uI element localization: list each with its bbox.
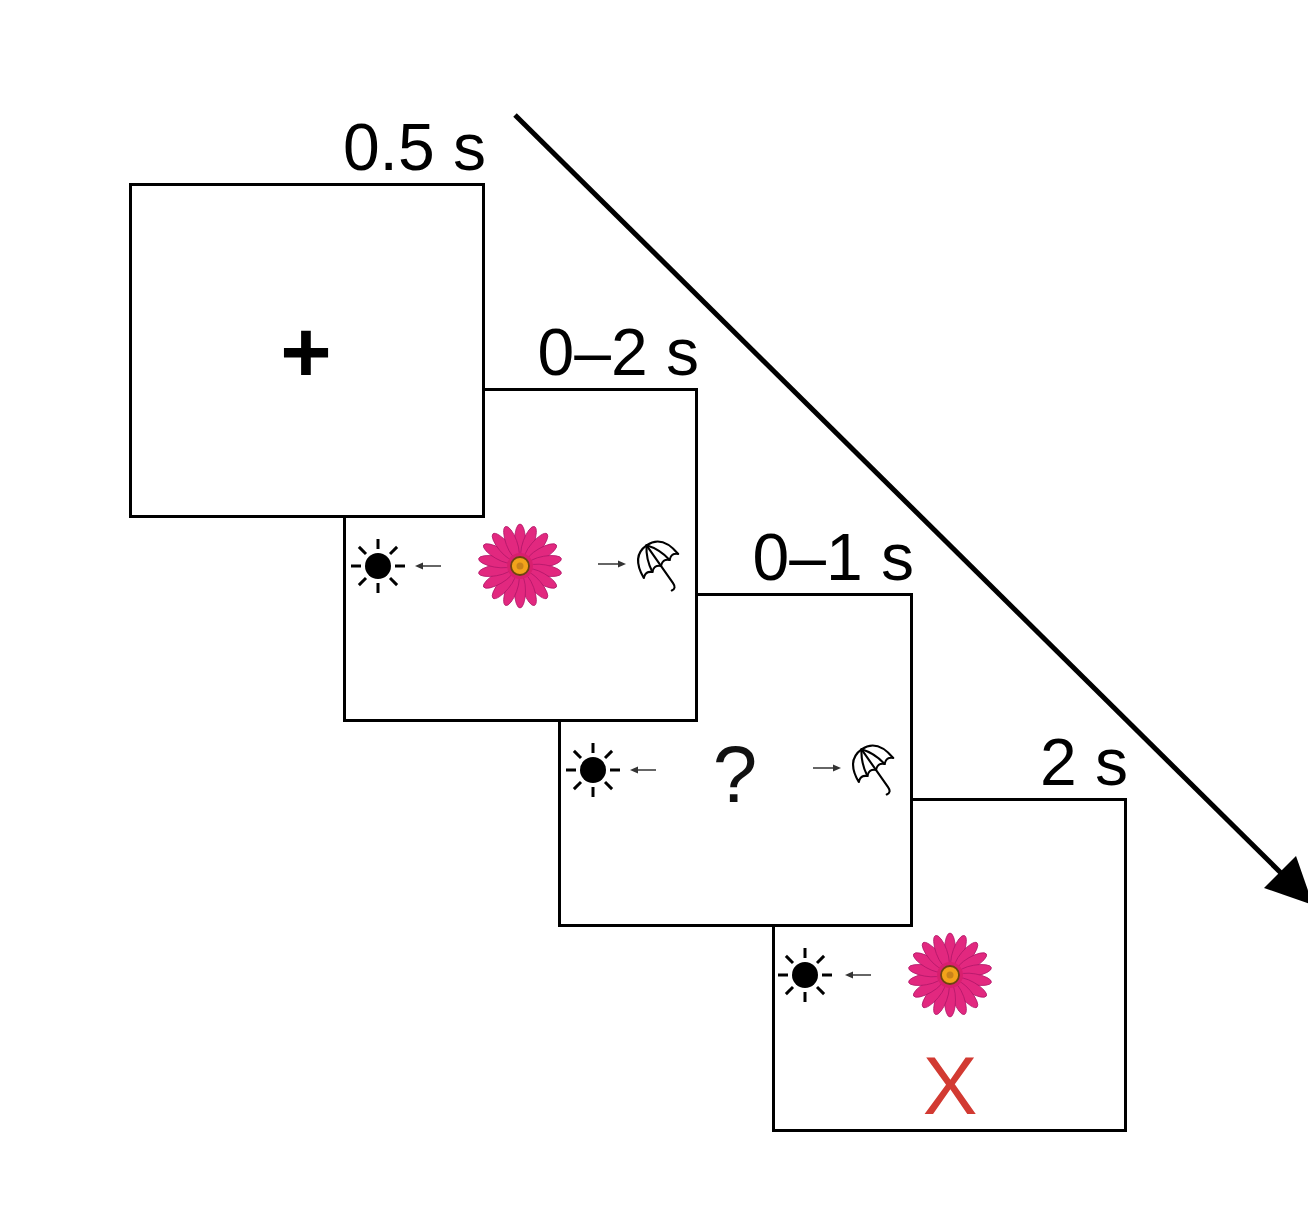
time-label: 0–2 s bbox=[538, 319, 699, 385]
left-arrow bbox=[630, 767, 656, 774]
fixation-cross: + bbox=[280, 308, 331, 396]
timeline-arrow-head bbox=[1264, 856, 1308, 905]
left-arrow bbox=[845, 972, 871, 979]
sun-icon bbox=[351, 539, 405, 593]
left-arrow bbox=[415, 563, 441, 570]
umbrella-icon bbox=[629, 533, 693, 599]
time-label: 2 s bbox=[1040, 729, 1128, 795]
screen-frame: 0.5 s+ bbox=[129, 183, 485, 518]
time-label: 0–1 s bbox=[753, 524, 914, 590]
flower-stimulus bbox=[908, 933, 993, 1017]
sun-icon bbox=[566, 743, 620, 797]
flower-stimulus bbox=[478, 524, 563, 608]
time-label: 0.5 s bbox=[343, 114, 486, 180]
sun-icon bbox=[778, 948, 832, 1002]
right-arrow bbox=[598, 561, 626, 568]
feedback-mark: X bbox=[923, 1045, 978, 1127]
umbrella-icon bbox=[844, 737, 908, 803]
right-arrow bbox=[813, 765, 841, 772]
question-mark: ? bbox=[713, 735, 758, 815]
